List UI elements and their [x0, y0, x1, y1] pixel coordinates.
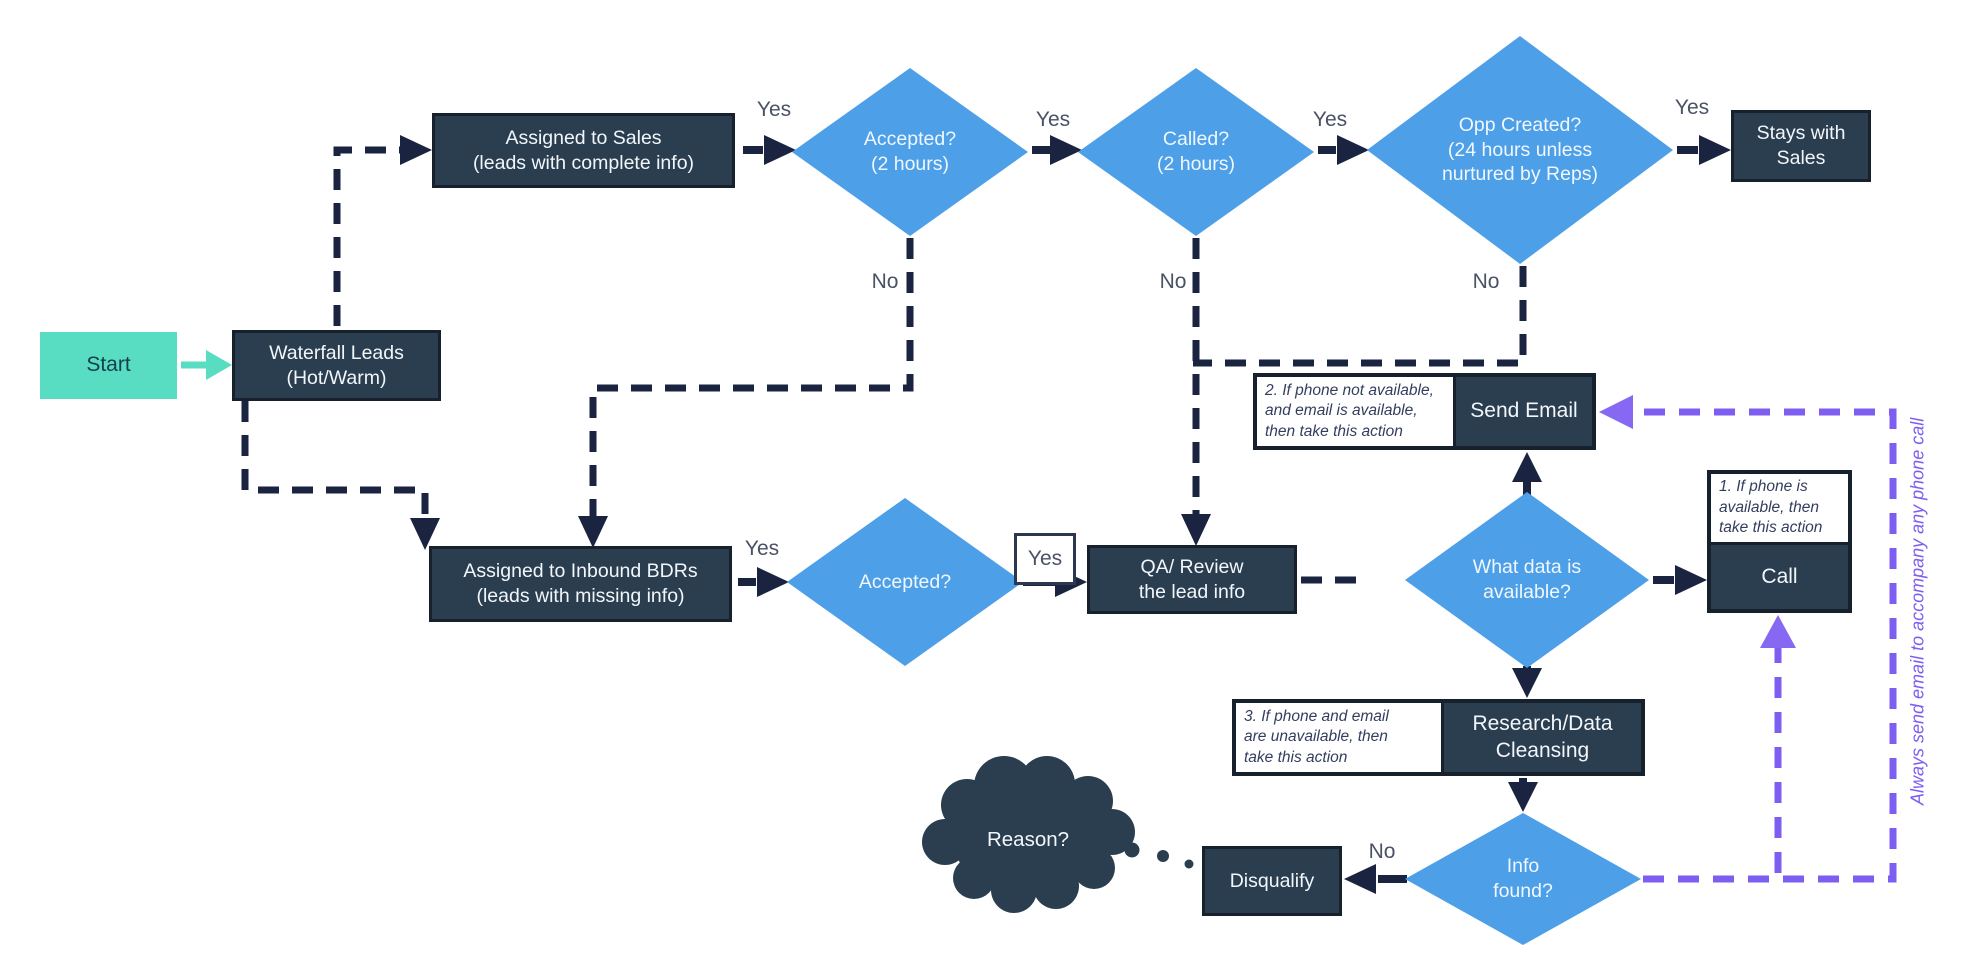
edge-start-to-waterfall — [181, 350, 232, 380]
arrow-into-sendemail-bottom — [1512, 452, 1542, 482]
label-no-accepted2h: No — [871, 270, 899, 293]
thought-dot-medium — [1157, 850, 1169, 862]
label-yes-boxed-text: Yes — [1027, 547, 1063, 570]
arrow-purple-into-call — [1760, 615, 1796, 648]
decision-accepted-2h-label: Accepted? (2 hours) — [863, 128, 957, 175]
arrow-into-disqualify — [1344, 864, 1376, 894]
arrow-into-sales — [400, 135, 432, 165]
label-yes-sales: Yes — [756, 98, 792, 121]
decision-info-found-label: Info found? — [1493, 855, 1553, 902]
node-research-data-cleansing: 3. If phone and email are unavailable, t… — [1232, 699, 1645, 776]
node-call-label: Call — [1761, 564, 1798, 588]
thought-dot-large — [1124, 842, 1140, 858]
arrow-into-research-top — [1512, 668, 1542, 698]
arrow-into-call-left — [1675, 565, 1707, 595]
label-no-opp: No — [1472, 270, 1500, 293]
thought-dot-small — [1184, 859, 1194, 869]
edge-waterfall-to-inbound — [241, 401, 429, 518]
arrow-into-qa-top — [1181, 514, 1211, 546]
node-start: Start — [40, 332, 177, 399]
call-note: 1. If phone is available, then take this… — [1711, 474, 1848, 545]
arrow-into-stays — [1699, 135, 1731, 165]
decision-what-data-label: What data is available? — [1472, 556, 1582, 603]
arrow-into-opp — [1337, 135, 1369, 165]
label-yes-accepted2h: Yes — [1035, 108, 1071, 131]
decision-opp-created-label: Opp Created? (24 hours unless nurtured b… — [1441, 113, 1599, 186]
decision-accepted: Accepted? — [787, 498, 1023, 666]
arrow-into-accepted-row2 — [757, 567, 789, 597]
node-disqualify: Disqualify — [1202, 846, 1342, 916]
decision-info-found: Info found? — [1405, 813, 1641, 945]
node-assigned-to-inbound-bdrs: Assigned to Inbound BDRs (leads with mis… — [429, 546, 732, 622]
always-send-email-note: Always send email to accompany any phone… — [1907, 417, 1928, 805]
node-send-email: 2. If phone not available, and email is … — [1253, 373, 1596, 450]
label-yes-opp: Yes — [1674, 96, 1710, 119]
label-yes-inbound: Yes — [744, 537, 780, 560]
decision-opp-created: Opp Created? (24 hours unless nurtured b… — [1367, 36, 1673, 264]
node-stays-with-sales: Stays with Sales — [1731, 110, 1871, 182]
decision-accepted-2h: Accepted? (2 hours) — [792, 68, 1028, 236]
arrow-into-inbound-top — [578, 516, 608, 548]
decision-called-label: Called? (2 hours) — [1156, 128, 1236, 175]
label-yes-boxed: Yes — [1014, 533, 1076, 585]
decision-accepted-label: Accepted? — [858, 570, 952, 593]
edge-waterfall-to-sales — [333, 146, 400, 326]
arrow-into-accepted2h — [764, 135, 796, 165]
node-send-email-label: Send Email — [1470, 399, 1578, 423]
decision-called: Called? (2 hours) — [1078, 68, 1314, 236]
node-assigned-inbound-label: Assigned to Inbound BDRs (leads with mis… — [463, 560, 698, 607]
node-start-label: Start — [86, 353, 131, 377]
label-yes-called: Yes — [1312, 108, 1348, 131]
node-stays-with-sales-label: Stays with Sales — [1756, 122, 1846, 169]
node-assigned-sales-label: Assigned to Sales (leads with complete i… — [472, 126, 695, 174]
thought-cloud-label: Reason? — [986, 828, 1070, 851]
edge-accepted2h-no — [589, 238, 914, 516]
label-no-infofound: No — [1368, 840, 1396, 863]
node-waterfall-leads: Waterfall Leads (Hot/Warm) — [232, 330, 441, 401]
node-qa-review: QA/ Review the lead info — [1087, 545, 1297, 614]
research-note: 3. If phone and email are unavailable, t… — [1236, 703, 1444, 772]
node-disqualify-label: Disqualify — [1229, 869, 1315, 892]
label-no-called: No — [1159, 270, 1187, 293]
arrow-purple-into-sendemail — [1599, 395, 1633, 429]
arrow-into-called — [1050, 135, 1082, 165]
send-email-note: 2. If phone not available, and email is … — [1257, 377, 1456, 446]
node-qa-review-label: QA/ Review the lead info — [1138, 555, 1246, 603]
node-assigned-to-sales: Assigned to Sales (leads with complete i… — [432, 113, 735, 188]
node-waterfall-label: Waterfall Leads (Hot/Warm) — [269, 341, 404, 389]
node-call: 1. If phone is available, then take this… — [1707, 470, 1852, 613]
decision-what-data-available: What data is available? — [1405, 492, 1649, 668]
arrow-into-infofound-top — [1508, 782, 1538, 812]
node-research-label: Research/Data Cleansing — [1472, 712, 1613, 762]
